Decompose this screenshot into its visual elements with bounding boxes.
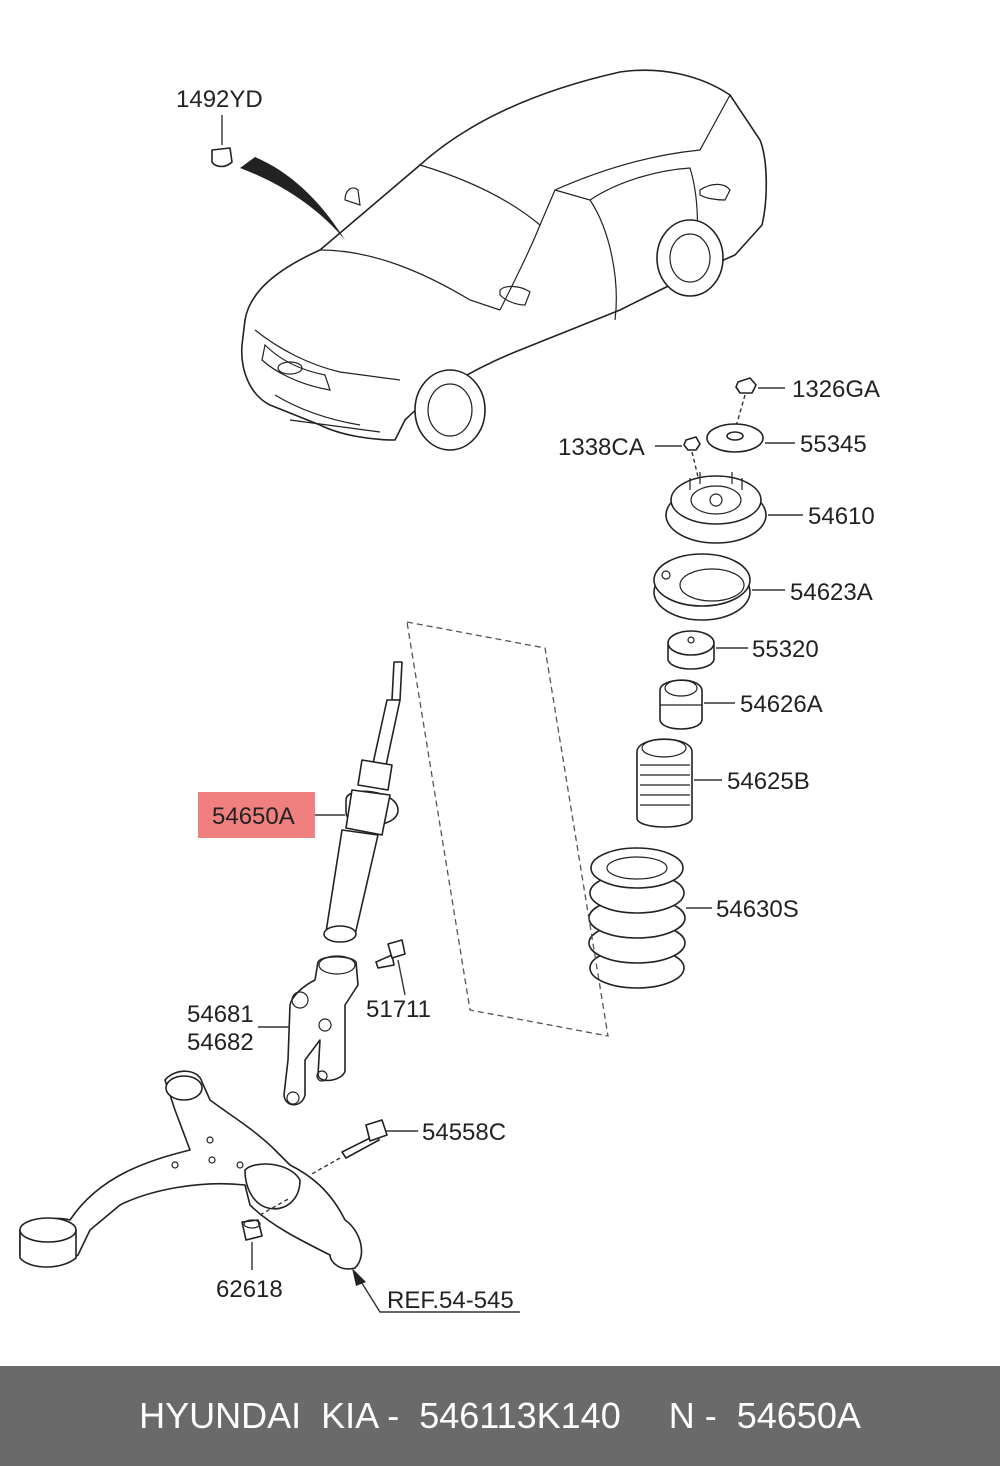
footer-brand: HYUNDAI xyxy=(139,1395,302,1436)
footer-bar: HYUNDAI KIA - 546113K140 N - 54650A xyxy=(0,1366,1000,1466)
part-54623A: 54623A xyxy=(653,553,873,621)
part-55320: 55320 xyxy=(667,630,819,670)
label-54625B: 54625B xyxy=(727,768,810,795)
part-54650A: 54650A xyxy=(198,661,403,943)
part-54626A: 54626A xyxy=(659,679,823,730)
part-lower-arm xyxy=(19,1070,363,1270)
part-1492YD: 1492YD xyxy=(176,86,263,168)
label-54682: 54682 xyxy=(187,1029,254,1056)
ref-arrow: REF.54-545 xyxy=(352,1268,520,1314)
footer-n-value: 54650A xyxy=(736,1395,861,1436)
label-54626A: 54626A xyxy=(740,691,823,718)
label-1338CA: 1338CA xyxy=(558,434,645,461)
footer-brand-2: KIA - xyxy=(321,1395,400,1436)
parts-diagram: 1492YD 1326GA 1338CA 55345 54610 xyxy=(19,69,880,1314)
label-1326GA: 1326GA xyxy=(792,376,880,403)
part-54625B: 54625B xyxy=(636,738,810,828)
label-54630S: 54630S xyxy=(716,896,799,923)
part-54610: 54610 xyxy=(665,472,875,544)
assembly-bracket xyxy=(406,621,609,1037)
part-54681-54682: 54681 54682 xyxy=(187,955,359,1106)
label-54558C: 54558C xyxy=(422,1119,506,1146)
footer-n-label: N - xyxy=(668,1395,717,1436)
label-54623A: 54623A xyxy=(790,579,873,606)
highlight-box xyxy=(198,792,315,838)
label-1492YD: 1492YD xyxy=(176,86,263,113)
label-54681: 54681 xyxy=(187,1001,254,1028)
label-54650A: 54650A xyxy=(212,803,295,830)
part-54558C: 54558C xyxy=(309,1119,506,1176)
label-ref: REF.54-545 xyxy=(387,1287,514,1314)
footer-part-number: 546113K140 xyxy=(419,1395,621,1436)
label-51711: 51711 xyxy=(366,996,431,1023)
part-62618: 62618 xyxy=(216,1197,291,1303)
pointer-wedge xyxy=(240,157,345,240)
part-55345: 55345 xyxy=(706,423,867,458)
part-1338CA: 1338CA xyxy=(558,434,701,486)
car-illustration xyxy=(240,69,768,451)
part-1326GA: 1326GA xyxy=(734,376,880,431)
part-54630S: 54630S xyxy=(588,847,799,989)
part-51711: 51711 xyxy=(366,939,431,1023)
label-62618: 62618 xyxy=(216,1276,283,1303)
label-54610: 54610 xyxy=(808,503,875,530)
label-55320: 55320 xyxy=(752,636,819,663)
label-55345: 55345 xyxy=(800,431,867,458)
